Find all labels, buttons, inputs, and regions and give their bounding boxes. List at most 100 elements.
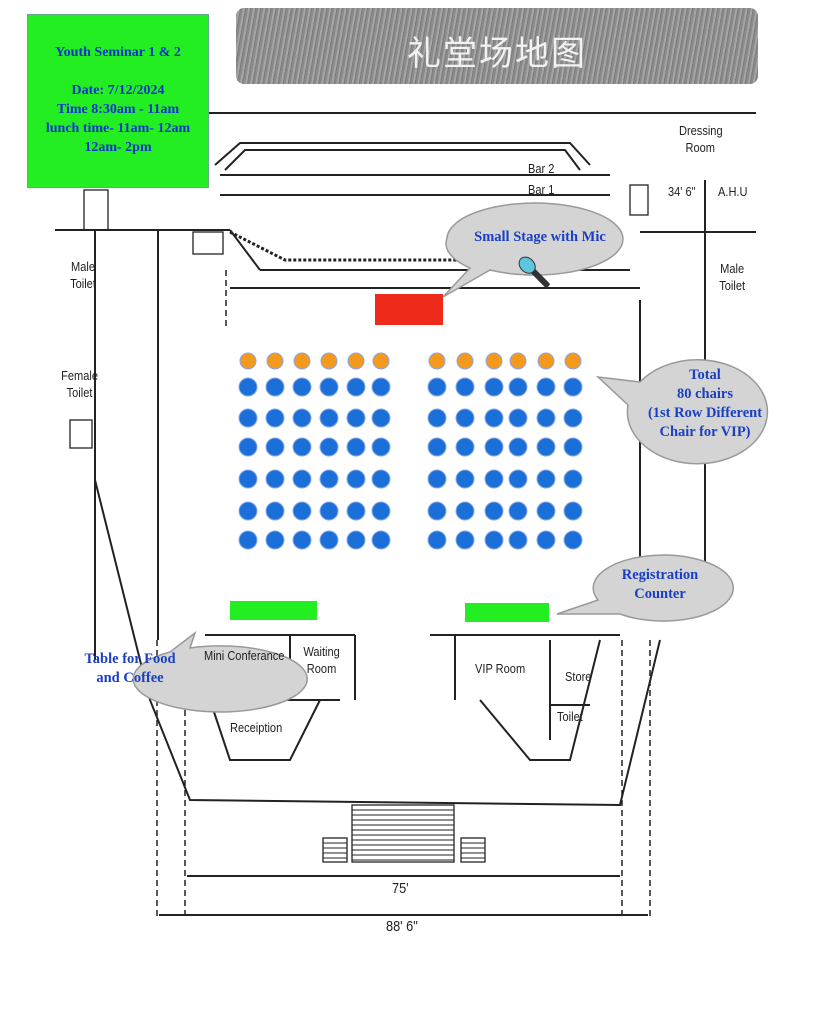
chair [238, 469, 258, 489]
vip-chair [347, 352, 365, 370]
label-vip-room: VIP Room [475, 661, 526, 676]
chairs-callout-text: Total 80 chairs (1st Row Different Chair… [620, 366, 790, 442]
chair [346, 437, 366, 457]
lunch-time: lunch time- 11am- 12am [45, 121, 191, 136]
chair [346, 501, 366, 521]
chair [292, 408, 312, 428]
chairs-callout [595, 359, 769, 465]
registration-line-2: Counter [634, 586, 686, 602]
chair [319, 408, 339, 428]
chair [455, 377, 475, 397]
chair [346, 469, 366, 489]
chair [319, 530, 339, 550]
stairs [69, 184, 649, 863]
vip-chair [456, 352, 474, 370]
chair [238, 408, 258, 428]
chair [371, 377, 391, 397]
chair [427, 408, 447, 428]
chair [371, 501, 391, 521]
label-bar-1: Bar 1 [528, 182, 555, 197]
chair [371, 469, 391, 489]
label-reception: Receiption [230, 720, 283, 735]
title-banner: 礼堂场地图 [236, 8, 758, 84]
event-date: Date: 7/12/2024 [71, 83, 165, 98]
chair-grid [238, 352, 583, 550]
chair [427, 437, 447, 457]
chair [427, 469, 447, 489]
stair-treads [323, 809, 485, 861]
vip-chair [485, 352, 503, 370]
chair [563, 469, 583, 489]
chair [484, 437, 504, 457]
chair [536, 437, 556, 457]
chair [563, 437, 583, 457]
chair [319, 469, 339, 489]
chair [427, 530, 447, 550]
chairs-note-2: Chair for VIP) [659, 424, 751, 440]
chair [455, 469, 475, 489]
chair [508, 377, 528, 397]
small-stage [375, 294, 443, 325]
chair [346, 408, 366, 428]
chair [238, 530, 258, 550]
chair [536, 501, 556, 521]
chair [265, 377, 285, 397]
chair [536, 530, 556, 550]
chair [508, 408, 528, 428]
chair [265, 408, 285, 428]
registration-counter [465, 603, 549, 622]
label-ahu: A.H.U [718, 184, 748, 199]
registration-line-1: Registration [621, 567, 699, 583]
chair [265, 469, 285, 489]
chairs-total-label: Total [689, 367, 721, 383]
chair [455, 501, 475, 521]
registration-callout [556, 554, 734, 622]
vip-chair [537, 352, 555, 370]
chair [371, 530, 391, 550]
chair [292, 530, 312, 550]
chairs-note-1: (1st Row Different [647, 405, 763, 421]
event-info-box: Youth Seminar 1 & 2 Date: 7/12/2024 Time… [27, 14, 209, 188]
chair [563, 501, 583, 521]
vip-chair [320, 352, 338, 370]
chair [455, 408, 475, 428]
dimension-88ft-6in: 88' 6" [386, 918, 418, 935]
afternoon-time: 12am- 2pm [84, 140, 152, 155]
food-coffee-table [230, 601, 317, 620]
chair [427, 501, 447, 521]
label-store: Store [565, 669, 592, 684]
chair [346, 530, 366, 550]
chair [319, 377, 339, 397]
chair [484, 501, 504, 521]
chair [484, 469, 504, 489]
chair [371, 408, 391, 428]
chair [563, 408, 583, 428]
label-bar-2: Bar 2 [528, 161, 555, 176]
chair [536, 377, 556, 397]
label-dressing-room: Dressing Room [679, 123, 723, 155]
food-callout [132, 630, 308, 713]
microphone-icon [518, 256, 550, 288]
chair [346, 377, 366, 397]
food-line-1: Table for Food [84, 651, 176, 667]
event-time: Time 8:30am - 11am [56, 102, 180, 117]
chair [292, 437, 312, 457]
vip-chair [293, 352, 311, 370]
chair [536, 408, 556, 428]
vip-chair [428, 352, 446, 370]
label-male-toilet-left: Male Toilet [70, 259, 96, 291]
chair [265, 530, 285, 550]
dimension-75ft: 75' [392, 880, 409, 897]
event-title: Youth Seminar 1 & 2 [55, 45, 181, 60]
chair [319, 501, 339, 521]
chair [265, 501, 285, 521]
chair [238, 437, 258, 457]
vip-chair [266, 352, 284, 370]
callouts [132, 202, 769, 713]
banner-title: 礼堂场地图 [407, 35, 587, 73]
chair [484, 377, 504, 397]
chair [455, 437, 475, 457]
chair [238, 501, 258, 521]
vip-chair [372, 352, 390, 370]
